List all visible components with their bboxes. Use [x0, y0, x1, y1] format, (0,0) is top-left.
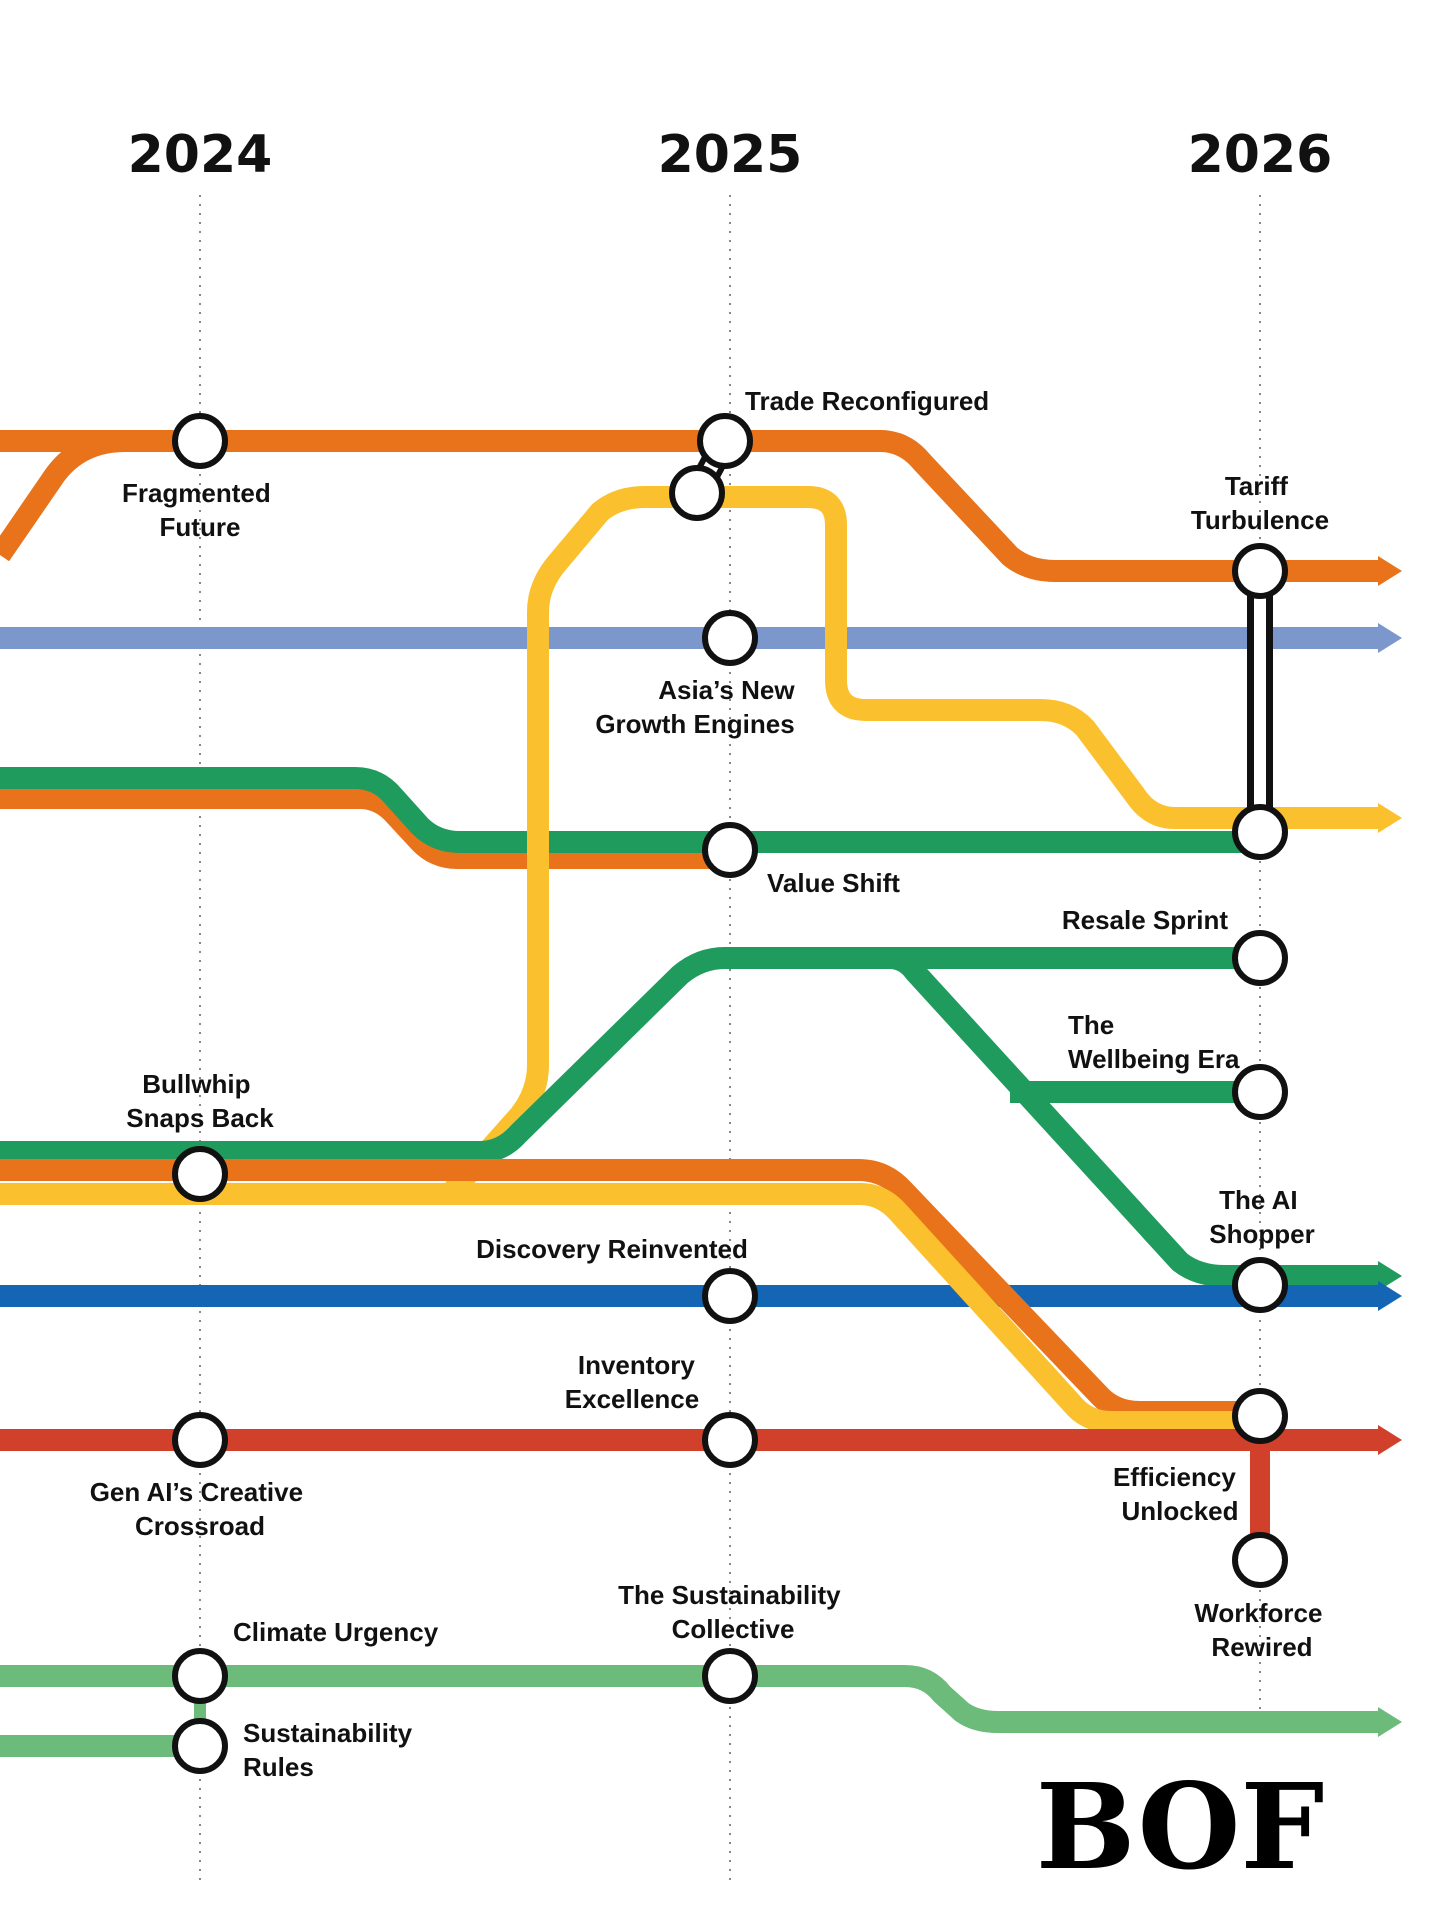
year-2026: 2026 [1188, 125, 1333, 185]
label-value-shift: Value Shift [767, 868, 900, 898]
arrowheads [1378, 556, 1402, 1737]
bof-logo-text: BOF [1036, 1757, 1325, 1896]
arrow-yellow [1378, 803, 1402, 833]
station-sustainability-rules[interactable] [172, 1718, 228, 1774]
year-labels: 2024 2025 2026 [128, 125, 1333, 185]
arrow-lightblue [1378, 623, 1402, 653]
station-asias-new-growth-engines[interactable] [702, 610, 758, 666]
arrow-lightgreen [1378, 1707, 1402, 1737]
stations [172, 413, 1288, 1774]
station-gen-ais-creative-crossroad[interactable] [172, 1412, 228, 1468]
bof-logo: BOF [1036, 1757, 1325, 1896]
arrow-orange [1378, 556, 1402, 586]
year-2025: 2025 [658, 125, 803, 185]
station-the-wellbeing-era[interactable] [1232, 1064, 1288, 1120]
route-orange-branch [0, 430, 180, 562]
label-inventory-excellence: Inventory Excellence [565, 1350, 702, 1414]
station-fragmented-future[interactable] [172, 413, 228, 469]
label-sustainability-rules: Sustainability Rules [243, 1718, 419, 1782]
route-green-middle [0, 767, 1260, 853]
station-labels: Fragmented Future Trade Reconfigured Tar… [90, 386, 1329, 1782]
route-orange-top [0, 430, 1380, 582]
label-the-ai-shopper: The AI Shopper [1209, 1185, 1314, 1249]
label-the-sustainability-collective: The Sustainability Collective [618, 1580, 848, 1644]
station-yellow-2026[interactable] [1232, 804, 1288, 860]
route-green-diagonal [889, 947, 1380, 1287]
label-tariff-turbulence: Tariff Turbulence [1191, 471, 1329, 535]
station-bullwhip-snaps-back[interactable] [172, 1146, 228, 1202]
arrow-red [1378, 1425, 1402, 1455]
routes [0, 430, 1380, 1757]
label-asias-new-growth-engines: Asia’s New Growth Engines [595, 675, 801, 739]
station-trade-yellow[interactable] [669, 465, 725, 521]
station-the-sustainability-collective[interactable] [702, 1648, 758, 1704]
label-workforce-rewired: Workforce Rewired [1194, 1598, 1329, 1662]
arrow-green [1378, 1261, 1402, 1291]
label-bullwhip-snaps-back: Bullwhip Snaps Back [126, 1069, 274, 1133]
station-value-shift[interactable] [702, 822, 758, 878]
arrow-blue [1378, 1281, 1402, 1311]
route-green-lower [0, 947, 1260, 1163]
station-trade-reconfigured[interactable] [697, 413, 753, 469]
label-gen-ais-creative-crossroad: Gen AI’s Creative Crossroad [90, 1477, 311, 1541]
station-the-ai-shopper[interactable] [1232, 1257, 1288, 1313]
station-discovery-reinvented[interactable] [702, 1268, 758, 1324]
label-efficiency-unlocked: Efficiency Unlocked [1113, 1462, 1243, 1526]
label-fragmented-future: Fragmented Future [122, 478, 278, 542]
station-inventory-excellence[interactable] [702, 1412, 758, 1468]
label-climate-urgency: Climate Urgency [233, 1617, 439, 1647]
label-trade-reconfigured: Trade Reconfigured [745, 386, 989, 416]
label-discovery-reinvented: Discovery Reinvented [476, 1234, 748, 1264]
station-tariff-turbulence[interactable] [1232, 543, 1288, 599]
station-efficiency-unlocked[interactable] [1232, 1388, 1288, 1444]
route-yellow [0, 486, 1380, 1205]
label-the-wellbeing-era: The Wellbeing Era [1068, 1010, 1240, 1074]
route-yellow-lower [0, 1183, 1260, 1433]
route-lightgreen-top [0, 1665, 1380, 1733]
year-2024: 2024 [128, 125, 273, 185]
station-resale-sprint[interactable] [1232, 930, 1288, 986]
station-workforce-rewired[interactable] [1232, 1532, 1288, 1588]
station-climate-urgency[interactable] [172, 1648, 228, 1704]
label-resale-sprint: Resale Sprint [1062, 905, 1229, 935]
